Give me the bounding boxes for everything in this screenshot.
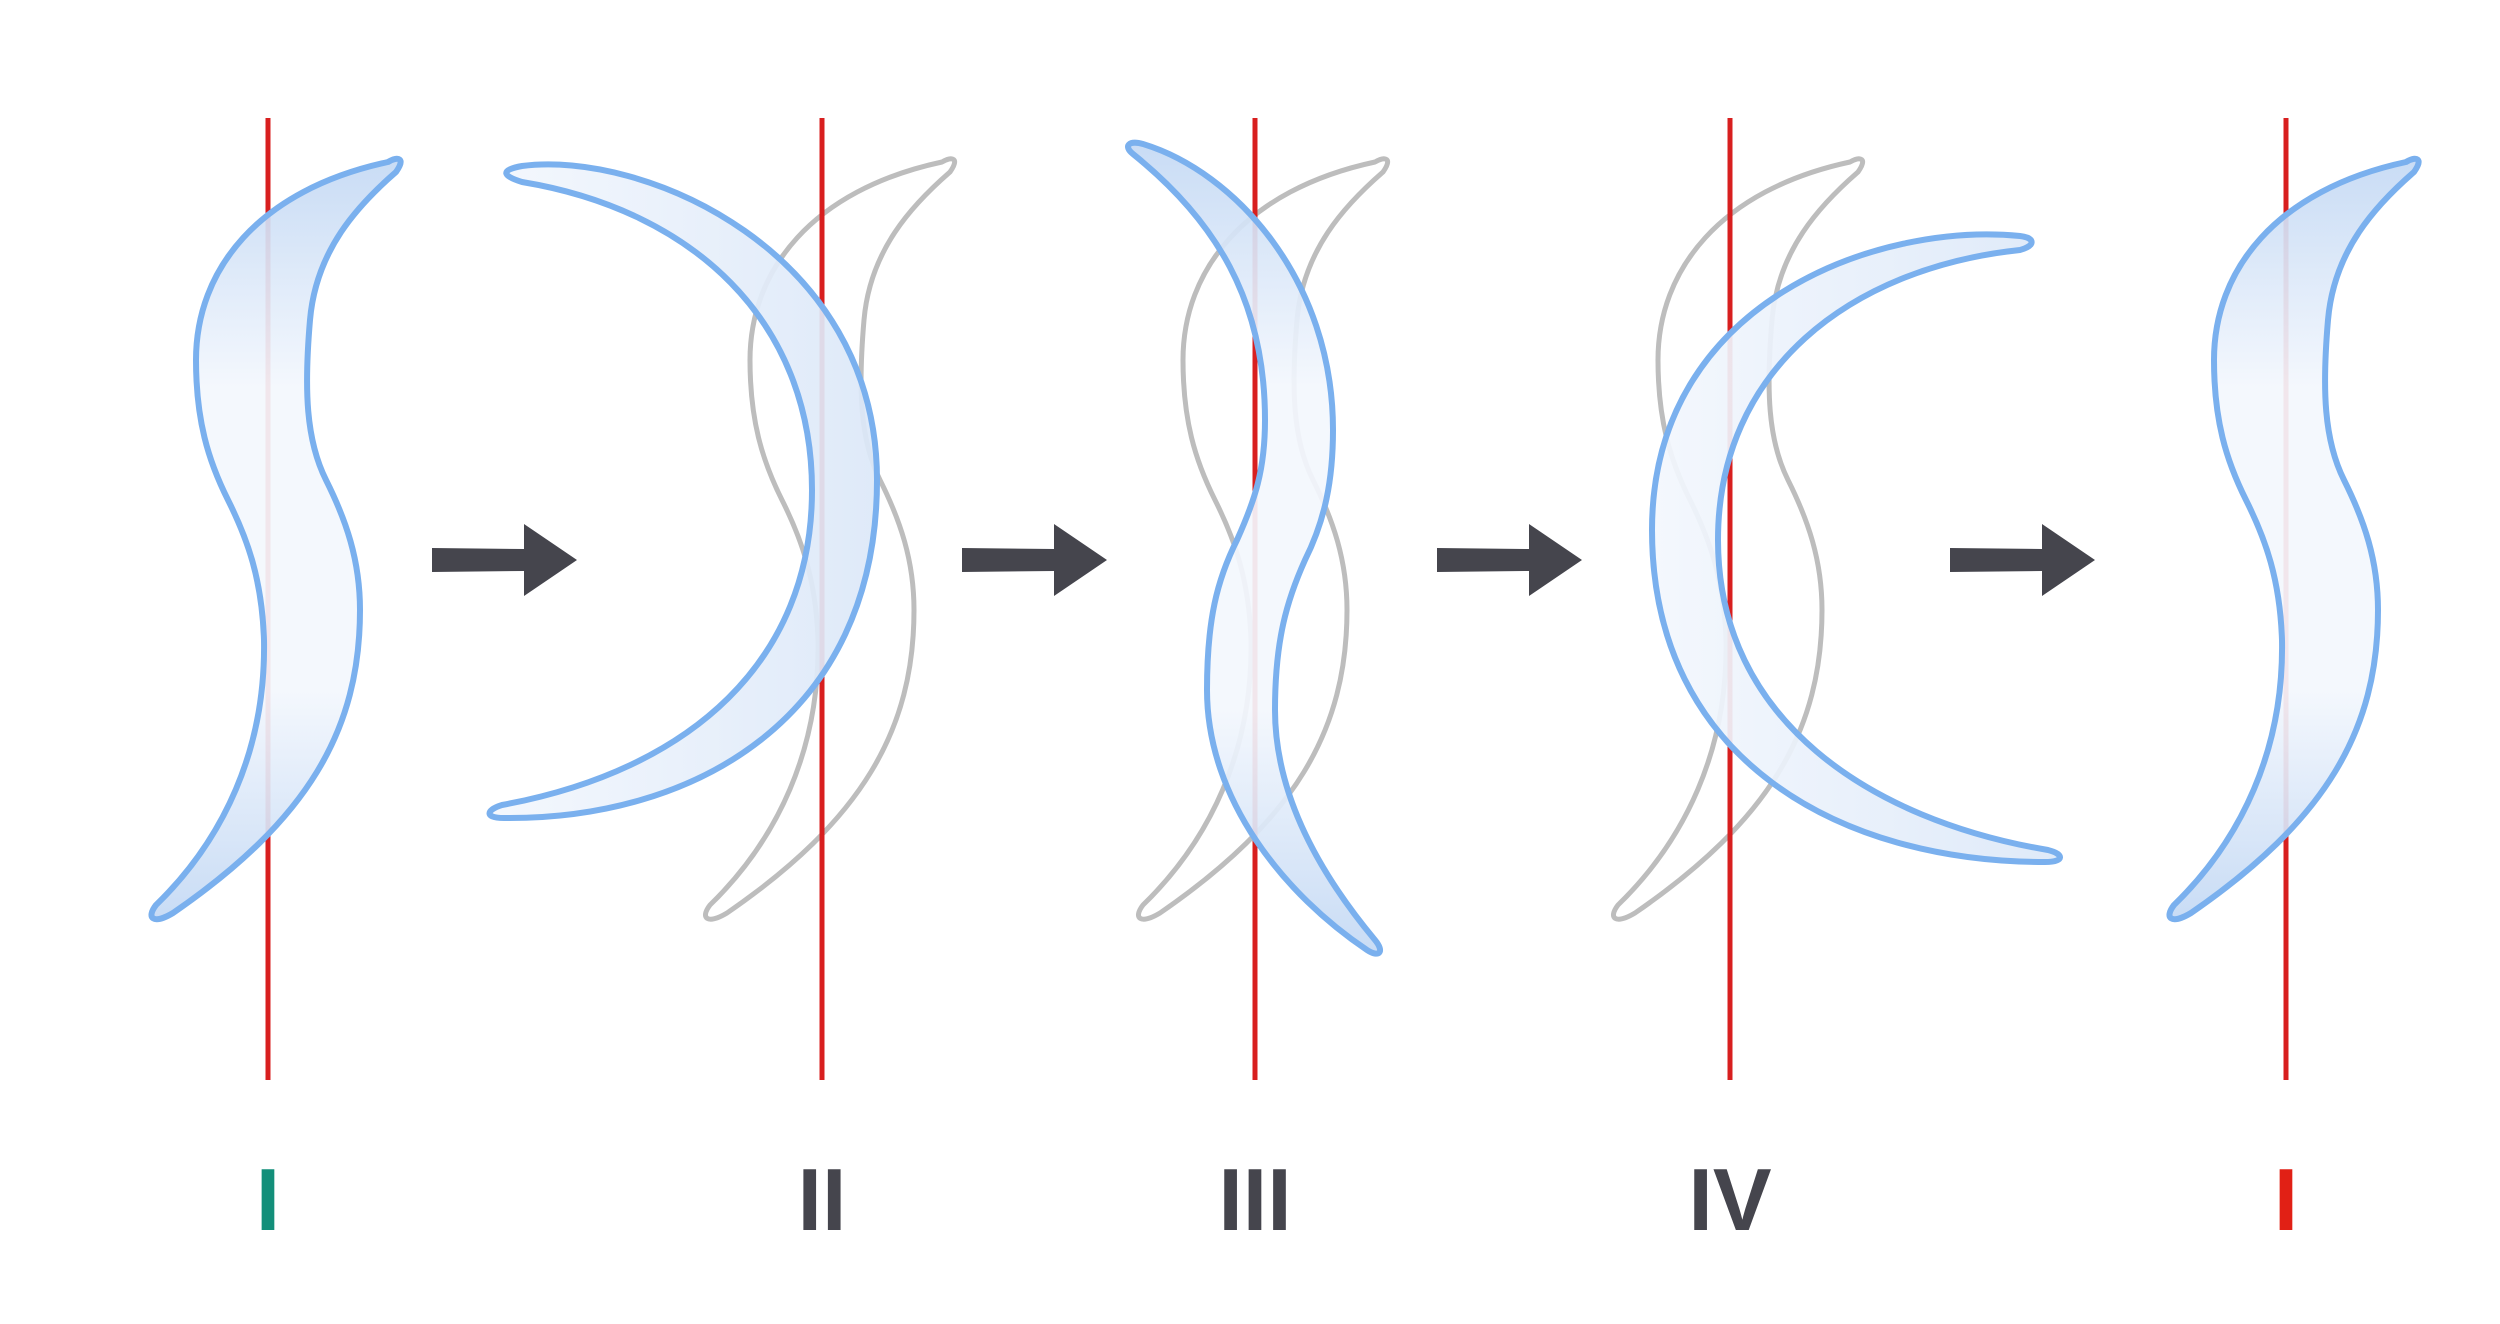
step-label: I <box>2274 1150 2298 1249</box>
body-shape-crescent-right <box>486 161 880 822</box>
step-1 <box>148 118 404 1080</box>
body-shape-s-curve <box>2166 155 2422 923</box>
step-5 <box>2166 118 2422 1080</box>
right-arrow-icon <box>1950 524 2095 596</box>
step-2 <box>486 118 957 1080</box>
step-label: II <box>798 1150 847 1249</box>
step-label: III <box>1218 1150 1291 1249</box>
step-label: IV <box>1688 1150 1771 1249</box>
body-shape-s-curve <box>148 155 404 923</box>
right-arrow-icon <box>1437 524 1582 596</box>
step-4 <box>1611 118 2063 1080</box>
step-3 <box>1125 118 1390 1080</box>
body-shape-z-curve <box>1125 139 1384 957</box>
ghost-outline <box>703 156 957 922</box>
right-arrow-icon <box>962 524 1107 596</box>
right-arrow-icon <box>432 524 577 596</box>
step-label: I <box>256 1150 280 1249</box>
body-shape-crescent-left <box>1649 231 2063 865</box>
